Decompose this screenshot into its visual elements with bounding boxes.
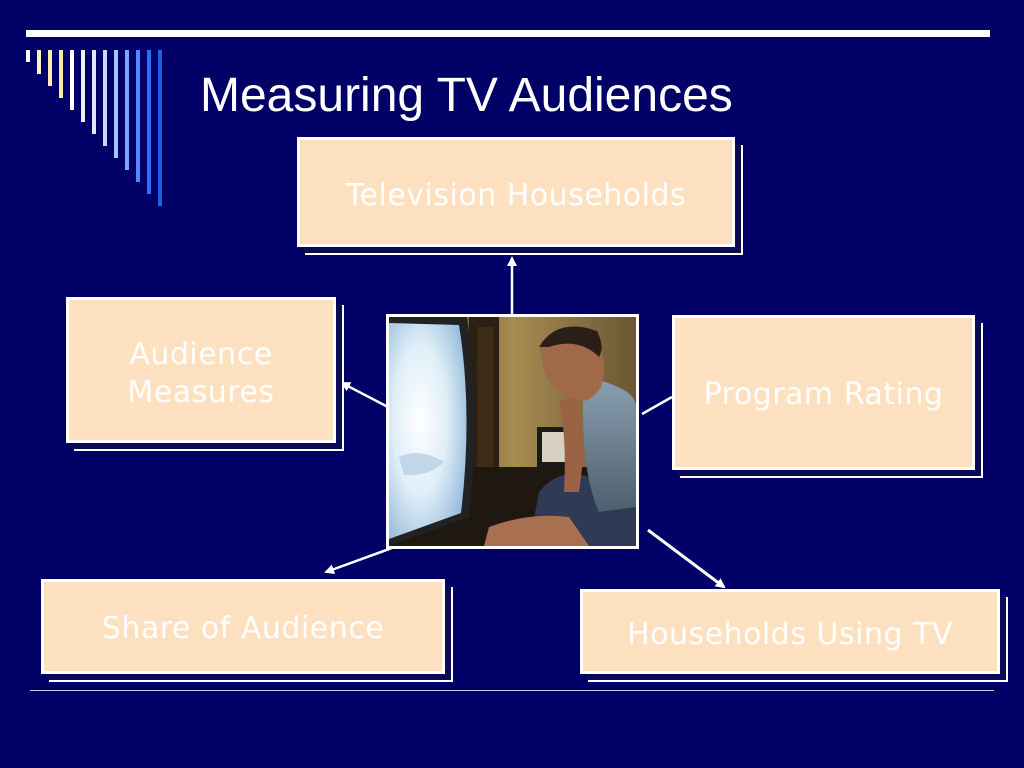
slide-title: Measuring TV Audiences bbox=[200, 69, 733, 122]
node-households-using-tv: Households Using TV bbox=[580, 589, 1000, 674]
node-label: Households Using TV bbox=[627, 617, 953, 652]
decorative-stripes bbox=[26, 50, 162, 206]
connector-to-program-rating bbox=[641, 395, 673, 416]
node-label: Program Rating bbox=[703, 377, 944, 412]
node-share-of-audience: Share of Audience bbox=[41, 579, 445, 674]
title-top-rule bbox=[26, 30, 990, 37]
node-audience-measures: Audience Measures bbox=[66, 297, 336, 443]
node-label-line-1: Audience bbox=[129, 337, 273, 372]
node-label-line-2: Measures bbox=[127, 375, 275, 410]
node-program-rating: Program Rating bbox=[672, 315, 975, 470]
node-television-households: Television Households bbox=[297, 137, 735, 247]
footer-rule bbox=[30, 690, 994, 691]
node-label: Share of Audience bbox=[101, 611, 385, 646]
arrow-to-share-of-audience bbox=[324, 546, 393, 574]
arrow-to-audience-measures bbox=[340, 381, 389, 409]
arrow-to-households-using-tv bbox=[647, 528, 726, 589]
person-watching-tv-photo bbox=[386, 314, 639, 549]
node-label: Television Households bbox=[345, 178, 687, 213]
